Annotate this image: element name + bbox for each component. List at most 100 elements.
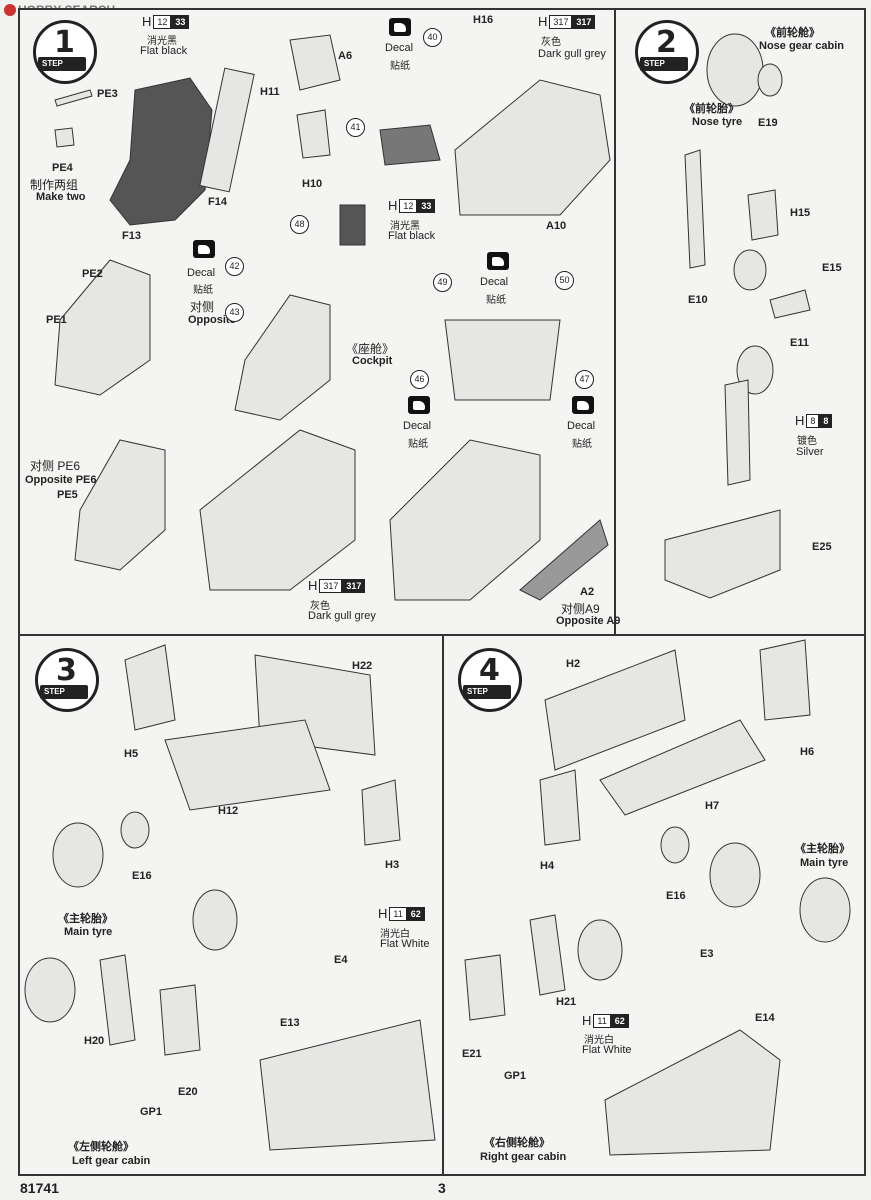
part-label: H3 [385,859,400,871]
part-label: E14 [755,1012,775,1024]
part-label: H5 [124,748,139,760]
decal-label: Decal [403,420,432,432]
decal-icon [572,396,594,414]
opposite-cn: 对侧 [190,300,215,314]
part-e20 [159,984,201,1056]
strut-h21 [529,914,566,996]
part-e16-right [660,826,690,864]
main-tyre-cn: 《主轮胎》 [795,843,850,855]
part-label: E15 [822,262,842,274]
part-h7 [599,719,766,816]
part-a2 [519,519,609,601]
strut-h15 [684,149,706,269]
opposite-en: Opposite [188,314,236,326]
nose-tyre-cn: 《前轮胎》 [684,103,739,115]
seat-3 [234,294,331,421]
decal-number: 47 [575,370,594,389]
main-tyre-left [52,822,104,888]
pe-bracket [54,89,93,107]
part-e16-left [120,811,150,849]
seat-2 [54,259,151,396]
part-e25 [664,509,781,599]
instrument-panel [444,319,561,401]
part-label: E4 [334,954,348,966]
right-bay [604,1029,781,1156]
part-label: GP1 [504,1070,527,1082]
part-label: E3 [700,948,714,960]
part-e19 [757,63,783,97]
part-label: H6 [800,746,815,758]
part-h2 [544,649,686,771]
part-label: E19 [758,117,778,129]
part-label: F13 [122,230,141,242]
part-label: GP1 [140,1106,163,1118]
nose-cabin-en: Nose gear cabin [759,40,844,52]
part-label: E21 [462,1048,482,1060]
part-e11 [769,289,811,319]
part-label: E25 [812,541,832,553]
part-label: PE3 [97,88,118,100]
nose-cabin-cn: 《前轮舱》 [765,27,820,39]
part-label: H10 [302,178,323,190]
cockpit-en: Cockpit [352,355,393,367]
decal-41-panel [379,124,441,166]
paint-en: Silver [796,446,824,458]
decal-icon [487,252,509,270]
part-h15-plate [747,189,779,241]
main-tyre-en: Main tyre [64,926,113,938]
decal-label: Decal [567,420,596,432]
main-tyre-cn: 《主轮胎》 [58,913,113,925]
cockpit-cn: 《座舱》 [346,342,395,356]
part-label: H7 [705,800,720,812]
part-label: E16 [666,890,686,902]
decal-icon [389,18,411,36]
part-h6 [759,639,811,721]
decal-icon [408,396,430,414]
right-cabin-cn: 《右侧轮舱》 [484,1137,550,1149]
part-label: A6 [338,50,353,62]
part-label: PE1 [46,314,67,326]
part-label: H4 [540,860,555,872]
opposite-a9-en: Opposite A9 [556,615,621,627]
part-label: F14 [208,196,227,208]
decal-number: 43 [225,303,244,322]
decal-label-cn: 贴纸 [486,295,506,306]
opposite-a9-cn: 对侧A9 [561,602,600,616]
decal-label: Decal [480,276,509,288]
paint-cn: 消光白 [380,929,410,940]
wheel-right-b [799,877,851,943]
wheel-left-b [192,889,238,951]
paint-cn: 灰色 [541,37,561,48]
paint-en: Dark gull grey [308,610,376,622]
nose-tyre [706,33,764,107]
decal-label-cn: 贴纸 [193,285,213,296]
decal-number: 40 [423,28,442,47]
decal-48-box [339,204,366,246]
strut-assembled [724,379,751,486]
nose-wheel [733,249,767,291]
cockpit-tub [199,429,356,591]
paint-en: Flat black [388,230,436,242]
part-h10 [296,109,331,159]
main-tyre-right [709,842,761,908]
decal-number: 42 [225,257,244,276]
part-h11 [289,34,341,91]
part-label: A2 [580,586,595,598]
part-label: PE5 [57,489,78,501]
decal-label: Decal [385,42,414,54]
decal-number: 50 [555,271,574,290]
paint-cn: 消光黑 [390,221,420,232]
part-h3 [361,779,401,846]
seat-4 [74,439,166,571]
paint-cn: 灰色 [310,601,330,612]
paint-cn: 消光白 [584,1035,614,1046]
part-label: PE4 [52,162,73,174]
